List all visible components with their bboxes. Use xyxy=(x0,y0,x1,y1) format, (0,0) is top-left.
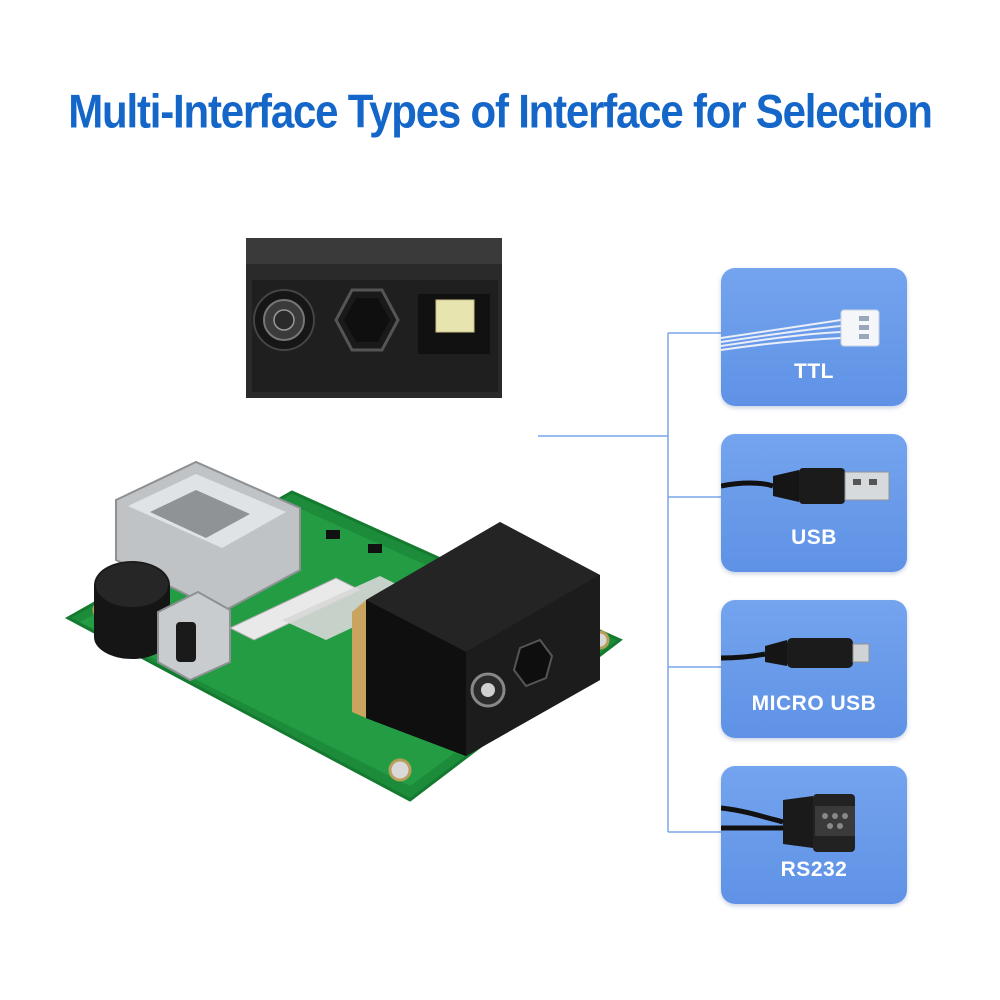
interface-card-rs232: RS232 xyxy=(721,766,907,904)
interface-label-ttl: TTL xyxy=(794,360,834,383)
interface-card-usb: USB xyxy=(721,434,907,572)
rs232-cable-icon xyxy=(721,794,855,852)
ttl-connector-icon xyxy=(721,309,880,351)
interface-card-micro-usb: MICRO USB xyxy=(721,600,907,738)
usb-cable-icon xyxy=(721,468,890,504)
interface-label-micro-usb: MICRO USB xyxy=(751,692,877,715)
pcb-module xyxy=(64,460,623,802)
scan-engine-front-view xyxy=(246,238,502,398)
micro-usb-cable-icon xyxy=(721,638,870,668)
interface-card-ttl: TTL xyxy=(721,268,907,406)
interface-label-rs232: RS232 xyxy=(780,858,848,881)
interface-label-usb: USB xyxy=(791,526,837,549)
connector-lines xyxy=(538,332,721,833)
page-title: Multi-Interface Types of Interface for S… xyxy=(68,85,933,138)
